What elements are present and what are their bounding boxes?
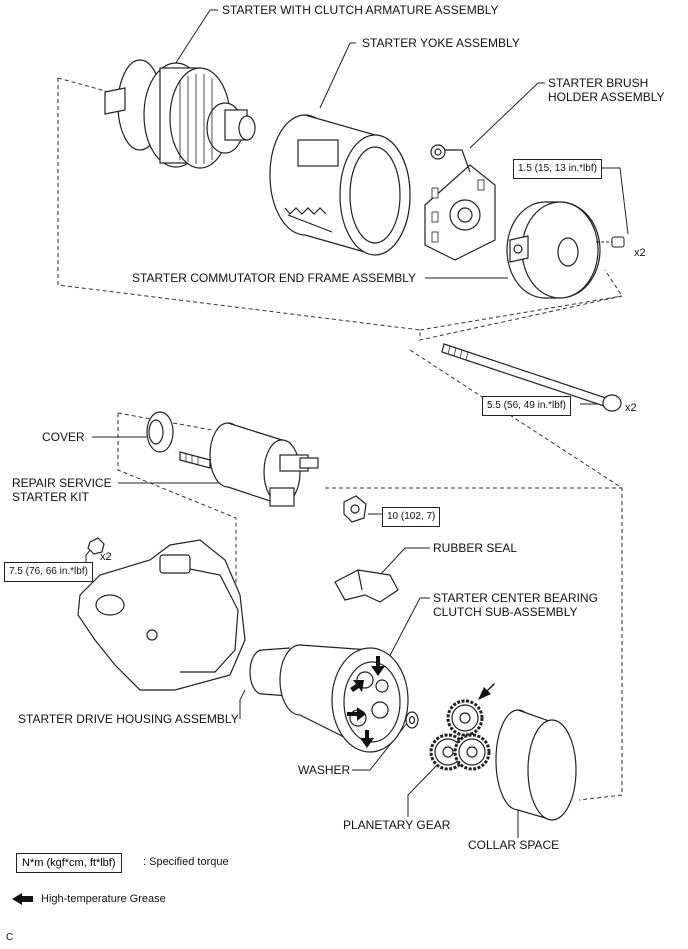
label-brush-holder-line2: HOLDER ASSEMBLY bbox=[548, 90, 665, 104]
torque-spec-terminal-nut: 10 (102, 7) bbox=[382, 507, 441, 527]
legend-torque-desc: : Specified torque bbox=[143, 856, 229, 868]
label-rubber-seal: RUBBER SEAL bbox=[433, 541, 518, 555]
grease-arrow-icon bbox=[347, 707, 366, 721]
label-starter-yoke: STARTER YOKE ASSEMBLY bbox=[362, 36, 520, 50]
solenoid-repair-kit-part bbox=[179, 422, 319, 507]
label-washer: WASHER bbox=[298, 763, 351, 777]
label-repair-kit-line2: STARTER KIT bbox=[12, 490, 89, 504]
cover-part bbox=[146, 411, 174, 453]
center-bearing-clutch-part bbox=[249, 644, 409, 753]
torque-spec-housing-nut: 7.5 (76, 66 in.*lbf) bbox=[4, 562, 93, 582]
grease-arrow-icon bbox=[371, 656, 385, 676]
label-repair-kit-line1: REPAIR SERVICE bbox=[12, 476, 112, 490]
planetary-gears-part bbox=[429, 699, 491, 771]
through-bolt-part bbox=[441, 343, 622, 412]
label-drive-housing: STARTER DRIVE HOUSING ASSEMBLY bbox=[18, 712, 239, 726]
washer-part bbox=[405, 711, 419, 729]
armature-assembly-part bbox=[104, 59, 256, 169]
figure-code: C bbox=[6, 932, 14, 943]
end-frame-screw bbox=[596, 236, 625, 248]
label-brush-holder-line1: STARTER BRUSH bbox=[548, 76, 649, 90]
torque-spec-end-frame-screw: 1.5 (15, 13 in.*lbf) bbox=[513, 159, 602, 179]
brush-holder-part bbox=[424, 144, 496, 261]
label-center-bearing-line2: CLUTCH SUB-ASSEMBLY bbox=[433, 605, 578, 619]
grease-arrows bbox=[347, 656, 495, 748]
terminal-nut-part bbox=[343, 495, 367, 523]
quantity-end-frame-screw: x2 bbox=[634, 247, 646, 259]
legend-grease-arrow-icon bbox=[12, 893, 33, 905]
label-commutator-end-frame: STARTER COMMUTATOR END FRAME ASSEMBLY bbox=[132, 271, 417, 285]
grease-arrow-icon bbox=[360, 730, 374, 748]
quantity-through-bolt: x2 bbox=[625, 402, 637, 414]
commutator-end-frame-part bbox=[506, 201, 601, 299]
assembly-guide-lines bbox=[57, 77, 623, 801]
yoke-assembly-part bbox=[269, 114, 411, 256]
torque-spec-through-bolt: 5.5 (56, 49 in.*lbf) bbox=[482, 396, 571, 416]
drive-housing-part bbox=[77, 539, 246, 691]
quantity-housing-nut: x2 bbox=[100, 551, 112, 563]
label-center-bearing-line1: STARTER CENTER BEARING bbox=[433, 591, 598, 605]
legend-torque-units: N*m (kgf*cm, ft*lbf) bbox=[16, 853, 122, 873]
housing-nut-part bbox=[87, 537, 105, 555]
grease-arrow-icon bbox=[350, 680, 364, 692]
collar-space-part bbox=[495, 709, 577, 821]
label-collar-space: COLLAR SPACE bbox=[468, 838, 560, 852]
legend-grease-desc: High-temperature Grease bbox=[41, 893, 166, 905]
rubber-seal-part bbox=[334, 569, 399, 603]
label-planetary-gear: PLANETARY GEAR bbox=[343, 818, 451, 832]
label-cover: COVER bbox=[42, 430, 85, 444]
grease-arrow-icon bbox=[478, 683, 495, 700]
label-starter-with-clutch: STARTER WITH CLUTCH ARMATURE ASSEMBLY bbox=[222, 3, 499, 17]
